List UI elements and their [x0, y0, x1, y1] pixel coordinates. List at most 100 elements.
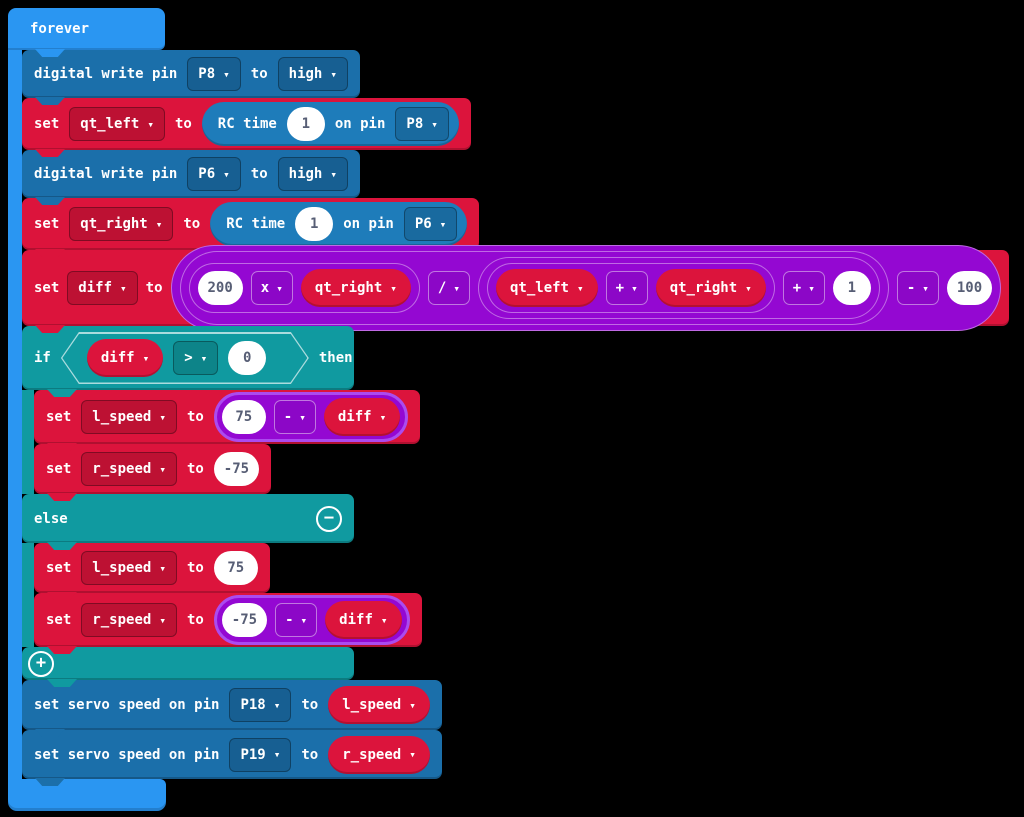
variable-value: l_speed [342, 697, 402, 713]
operator-dropdown[interactable]: x ▾ [250, 271, 293, 305]
if-spine [22, 390, 34, 494]
math-add-block-outer[interactable]: qt_left ▾ + ▾ qt_right ▾ [477, 257, 880, 319]
number-input[interactable]: 1 [295, 207, 334, 241]
variable-pill[interactable]: qt_right ▾ [300, 269, 411, 307]
set-variable-block-l-speed-else[interactable]: set l_speed ▾ to 75 [34, 543, 270, 593]
variable-pill[interactable]: qt_left ▾ [495, 269, 598, 307]
variable-value: r_speed [92, 461, 152, 477]
pin-dropdown[interactable]: P6 ▾ [403, 207, 458, 241]
expand-button[interactable]: + [28, 650, 54, 677]
operator-value: x [260, 280, 270, 296]
variable-dropdown[interactable]: l_speed ▾ [81, 400, 177, 434]
level-dropdown[interactable]: high ▾ [277, 157, 348, 191]
variable-pill[interactable]: diff ▾ [323, 398, 401, 436]
forever-header[interactable]: forever [8, 8, 165, 50]
operator-dropdown[interactable]: - ▾ [275, 603, 318, 637]
collapse-button[interactable]: − [316, 505, 342, 532]
set-variable-block-qt-right[interactable]: set qt_right ▾ to RC time 1 on pin P6 ▾ [22, 198, 480, 250]
to-label: to [301, 697, 319, 713]
math-subtract-block[interactable]: 75 - ▾ diff ▾ [213, 392, 409, 442]
operator-value: - [906, 280, 916, 296]
set-variable-block-diff[interactable]: set diff ▾ to 200 x ▾ [22, 245, 1010, 331]
variable-value: r_speed [92, 612, 152, 628]
rc-time-reporter[interactable]: RC time 1 on pin P8 ▾ [201, 102, 459, 146]
variable-dropdown[interactable]: qt_left ▾ [69, 107, 165, 141]
block-label: digital write pin [34, 166, 178, 182]
dropdown-arrow-icon: ▾ [159, 613, 166, 627]
variable-pill[interactable]: qt_right ▾ [655, 269, 766, 307]
dropdown-arrow-icon: ▾ [453, 281, 460, 295]
number-input[interactable]: 100 [946, 271, 993, 305]
to-label: to [183, 216, 201, 232]
if-then-else-block[interactable]: if diff ▾ > ▾ [22, 326, 422, 680]
set-variable-block-qt-left[interactable]: set qt_left ▾ to RC time 1 on pin P8 ▾ [22, 98, 471, 150]
then-label: then [318, 350, 353, 366]
operator-value: / [437, 280, 447, 296]
comparison-dropdown[interactable]: > ▾ [173, 341, 219, 375]
operator-value: - [285, 612, 294, 628]
variable-dropdown[interactable]: diff ▾ [67, 271, 138, 305]
pin-dropdown[interactable]: P6 ▾ [187, 157, 241, 191]
operator-dropdown[interactable]: + ▾ [782, 271, 825, 305]
digital-write-block-2[interactable]: digital write pin P6 ▾ to high ▾ [22, 150, 360, 198]
if-header[interactable]: if diff ▾ > ▾ [22, 326, 354, 390]
else-bar[interactable]: else − [22, 494, 354, 543]
pin-value: P8 [198, 66, 216, 82]
servo-speed-block-2[interactable]: set servo speed on pin P19 ▾ to r_speed … [22, 730, 442, 779]
variable-dropdown[interactable]: r_speed ▾ [81, 452, 177, 486]
pin-value: P6 [198, 166, 216, 182]
variable-dropdown[interactable]: l_speed ▾ [81, 551, 177, 585]
forever-bottom-bar[interactable] [8, 779, 166, 811]
forever-block[interactable]: forever digital write pin P8 ▾ to high ▾ [8, 8, 1010, 811]
pin-value: P8 [406, 116, 424, 132]
number-input[interactable]: -75 [221, 603, 268, 637]
variable-pill[interactable]: l_speed ▾ [328, 686, 430, 724]
set-variable-block-l-speed-then[interactable]: set l_speed ▾ to 75 - [34, 390, 421, 444]
math-multiply-block[interactable]: 200 x ▾ qt_right ▾ [188, 263, 420, 313]
variable-dropdown[interactable]: r_speed ▾ [81, 603, 177, 637]
math-divide-block[interactable]: 200 x ▾ qt_right ▾ [179, 251, 889, 325]
if-bottom-bar[interactable]: + [22, 647, 354, 680]
to-label: to [186, 461, 204, 477]
operator-dropdown[interactable]: - ▾ [896, 271, 939, 305]
number-input[interactable]: 0 [228, 341, 267, 375]
operator-dropdown[interactable]: + ▾ [605, 271, 648, 305]
operator-dropdown[interactable]: - ▾ [273, 400, 316, 434]
condition-hexagon[interactable]: diff ▾ > ▾ 0 [61, 332, 309, 384]
variable-value: diff [339, 612, 373, 628]
set-variable-block-r-speed-else[interactable]: set r_speed ▾ to -75 - [34, 593, 422, 647]
variable-pill[interactable]: diff ▾ [325, 601, 402, 639]
math-subtract-block[interactable]: -75 - ▾ diff ▾ [213, 595, 410, 645]
pin-dropdown[interactable]: P18 ▾ [229, 688, 292, 722]
rc-time-reporter[interactable]: RC time 1 on pin P6 ▾ [210, 202, 468, 246]
math-add-block-inner[interactable]: qt_left ▾ + ▾ qt_right ▾ [486, 263, 775, 313]
number-input[interactable]: 75 [221, 400, 266, 434]
number-input[interactable]: 1 [832, 271, 871, 305]
variable-value: diff [78, 280, 113, 296]
number-input[interactable]: 75 [213, 551, 258, 585]
dropdown-arrow-icon: ▾ [300, 613, 308, 627]
variable-dropdown[interactable]: qt_right ▾ [69, 207, 174, 241]
pin-value: P18 [240, 697, 266, 713]
number-input[interactable]: -75 [213, 452, 260, 486]
pin-dropdown[interactable]: P8 ▾ [187, 57, 241, 91]
set-variable-block-r-speed-then[interactable]: set r_speed ▾ to -75 [34, 444, 272, 494]
servo-speed-block-1[interactable]: set servo speed on pin P18 ▾ to l_speed … [22, 680, 442, 730]
pin-dropdown[interactable]: P19 ▾ [229, 737, 292, 772]
dropdown-arrow-icon: ▾ [390, 281, 397, 295]
variable-pill[interactable]: diff ▾ [86, 339, 164, 377]
set-label: set [34, 280, 60, 296]
variable-pill[interactable]: r_speed ▾ [328, 735, 430, 774]
level-dropdown[interactable]: high ▾ [277, 57, 348, 91]
operator-dropdown[interactable]: / ▾ [427, 271, 470, 305]
number-input[interactable]: 1 [286, 107, 325, 141]
dropdown-arrow-icon: ▾ [120, 281, 127, 295]
pin-value: P19 [240, 746, 266, 763]
number-input[interactable]: 200 [197, 271, 243, 305]
if-spine [22, 543, 34, 647]
else-label: else [34, 510, 68, 527]
pin-dropdown[interactable]: P8 ▾ [395, 107, 449, 141]
digital-write-block-1[interactable]: digital write pin P8 ▾ to high ▾ [22, 50, 360, 98]
math-subtract-block[interactable]: 200 x ▾ qt_right ▾ [170, 245, 1002, 331]
dropdown-arrow-icon: ▾ [223, 167, 230, 181]
